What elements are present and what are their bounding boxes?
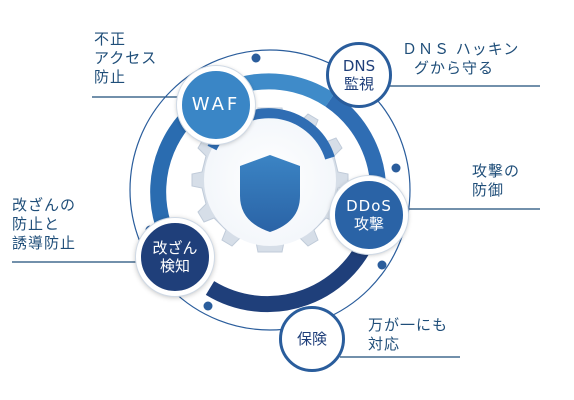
node-dns-line2: 監視 (343, 75, 374, 93)
label-hoken-line1: 万が一にも (368, 316, 449, 334)
node-dns[interactable]: DNS 監視 (326, 42, 392, 108)
node-hoken-line1: 保険 (296, 330, 327, 348)
label-dns: ＤＮＳ ハッキン グから守る (402, 40, 519, 78)
label-ddos: 攻撃の 防御 (472, 162, 520, 200)
ring-dot (377, 260, 387, 270)
node-kaizan-line1: 改ざん (152, 239, 198, 257)
node-ddos-line1: DDoS (346, 197, 392, 215)
label-kaizan: 改ざんの 防止と 誘導防止 (12, 196, 76, 253)
ring-dot (251, 53, 261, 63)
node-kaizan-line2: 検知 (159, 257, 190, 275)
node-waf[interactable]: WAF (177, 66, 255, 144)
node-ddos[interactable]: DDoS 攻撃 (330, 176, 408, 254)
label-dns-line2: グから守る (414, 59, 495, 77)
label-kaizan-line2: 防止と (12, 215, 61, 233)
outer-thin-ring (129, 49, 411, 331)
shield-icon (240, 155, 300, 232)
node-dns-line1: DNS (342, 57, 376, 75)
node-kaizan[interactable]: 改ざん 検知 (136, 218, 214, 296)
node-waf-line1: WAF (191, 94, 241, 115)
label-hoken: 万が一にも 対応 (368, 316, 448, 354)
ring-dot (391, 163, 401, 173)
node-ddos-line2: 攻撃 (353, 215, 384, 233)
label-waf-line3: 防止 (94, 68, 127, 86)
label-kaizan-line1: 改ざんの (12, 196, 77, 214)
label-hoken-line2: 対応 (368, 335, 401, 353)
node-hoken[interactable]: 保険 (279, 306, 345, 372)
label-waf-line1: 不正 (94, 30, 127, 48)
label-ddos-line2: 防御 (472, 181, 505, 199)
label-dns-line1: ＤＮＳ ハッキン (402, 40, 520, 58)
label-kaizan-line3: 誘導防止 (12, 234, 77, 252)
label-waf: 不正 アクセス 防止 (94, 30, 157, 87)
ring-dot (203, 301, 213, 311)
label-waf-line2: アクセス (94, 49, 158, 67)
label-ddos-line1: 攻撃の (472, 162, 521, 180)
